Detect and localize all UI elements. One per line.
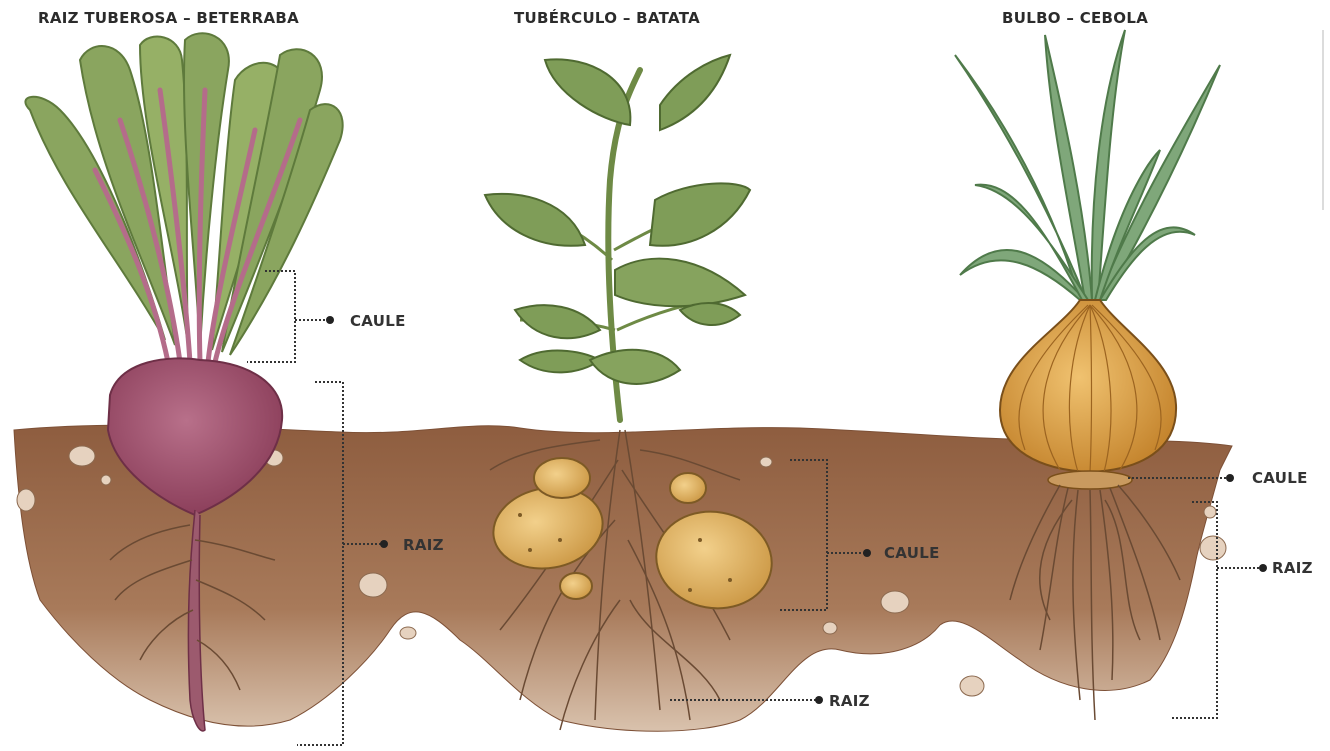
beet-caule-label: CAULE: [350, 312, 406, 330]
beet-raiz-label: RAIZ: [403, 536, 444, 554]
potato-raiz-label: RAIZ: [829, 692, 870, 710]
onion-caule-label: CAULE: [1252, 469, 1308, 487]
onion-raiz-label: RAIZ: [1272, 559, 1313, 577]
potato-caule-label: CAULE: [884, 544, 940, 562]
